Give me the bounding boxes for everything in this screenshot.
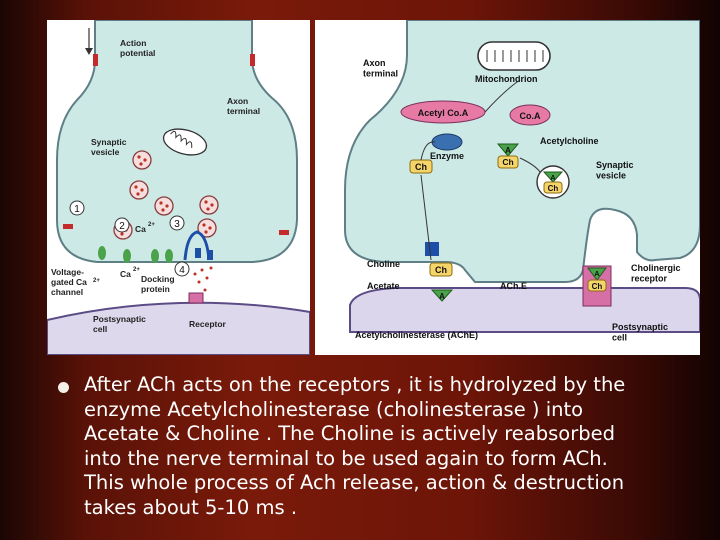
- bullet-icon: [58, 382, 69, 393]
- ch-center-label: Ch: [502, 157, 513, 167]
- step-circle: [169, 215, 185, 231]
- arrow-icon: [85, 48, 93, 55]
- a-badge: [587, 267, 607, 281]
- arrow-icon: [519, 157, 541, 173]
- postsynaptic-cell-shape: [46, 301, 311, 356]
- step-circle: [114, 217, 130, 233]
- a-acetate-label: A: [439, 292, 445, 301]
- ch-badge: [497, 155, 519, 169]
- enzyme-icon: [431, 133, 463, 151]
- step-circle: [69, 200, 85, 216]
- ch-badge: [587, 279, 607, 292]
- mitochondrion-icon: [162, 128, 208, 156]
- ca-bottom-superscript: 2+: [133, 267, 140, 273]
- arrow-icon: [420, 141, 436, 161]
- step-4-label: 4: [179, 265, 185, 276]
- acetylcholine-label: Acetylcholine: [540, 136, 599, 146]
- ch-receptor-label: Ch: [592, 282, 603, 291]
- membrane-segment: [63, 224, 73, 229]
- step-1-label: 1: [74, 204, 80, 215]
- arrow-icon: [420, 174, 432, 261]
- choline-label: Choline: [367, 259, 400, 269]
- acetylcholinesterase-label: Acetylcholinesterase (AChE): [355, 330, 478, 340]
- docking-protein-icon: [183, 230, 213, 261]
- a-receptor-label: A: [594, 269, 600, 278]
- mitochondrion-label: Mitochondrion: [475, 74, 538, 84]
- vesicle-icon: [132, 150, 152, 170]
- membrane-segment: [93, 54, 98, 66]
- calcium-channel-icon: [98, 246, 173, 263]
- ch-badge: [429, 262, 453, 277]
- membrane-segment: [279, 230, 289, 235]
- acetate-label: Acetate: [367, 281, 400, 291]
- coa-badge: [509, 104, 551, 126]
- receptor-label: Receptor: [189, 319, 227, 329]
- ach-cycle-figure: Acetyl Co.A Co.A Enzyme Ch A Ch Acetylch…: [315, 19, 701, 355]
- voltage-gated-superscript: 2+: [93, 278, 100, 284]
- ca-top-label: Ca: [135, 224, 146, 234]
- a-vesicle-label: A: [550, 173, 556, 182]
- ca-bottom-label: Ca: [120, 269, 131, 279]
- a-badge: [430, 289, 454, 302]
- coa-label: Co.A: [520, 111, 541, 121]
- ach-cycle-diagram: Acetyl Co.A Co.A Enzyme Ch A Ch Acetylch…: [344, 19, 701, 343]
- acetyl-coa-label: Acetyl Co.A: [418, 108, 469, 118]
- enzyme-label: Enzyme: [430, 151, 464, 161]
- vesicle-icon: [129, 180, 149, 200]
- a-center-label: A: [505, 146, 511, 155]
- a-badge: [542, 171, 564, 183]
- step-circle: [174, 261, 190, 277]
- ch-badge: [543, 181, 563, 194]
- arrow-icon: [484, 79, 521, 113]
- membrane-segment: [250, 54, 255, 66]
- a-badge: [496, 143, 520, 157]
- vesicle-icon: [154, 196, 174, 216]
- ch-vesicle-label: Ch: [548, 184, 559, 193]
- step-2-label: 2: [119, 221, 125, 232]
- bullet-text: After ACh acts on the receptors , it is …: [84, 373, 626, 519]
- neurotransmitter-dots: [193, 266, 213, 292]
- ca-top-superscript: 2+: [148, 222, 155, 228]
- vesicle-icon: [197, 218, 217, 238]
- ch-left-label: Ch: [415, 162, 427, 172]
- choline-transporter-icon: [425, 242, 439, 256]
- receptor-icon: [188, 292, 204, 304]
- mitochondrion-icon: [477, 41, 551, 71]
- ache-label: ACh.E: [500, 281, 527, 291]
- ch-choline-label: Ch: [435, 265, 447, 275]
- vesicle-icon: [199, 195, 219, 215]
- step-3-label: 3: [174, 219, 180, 230]
